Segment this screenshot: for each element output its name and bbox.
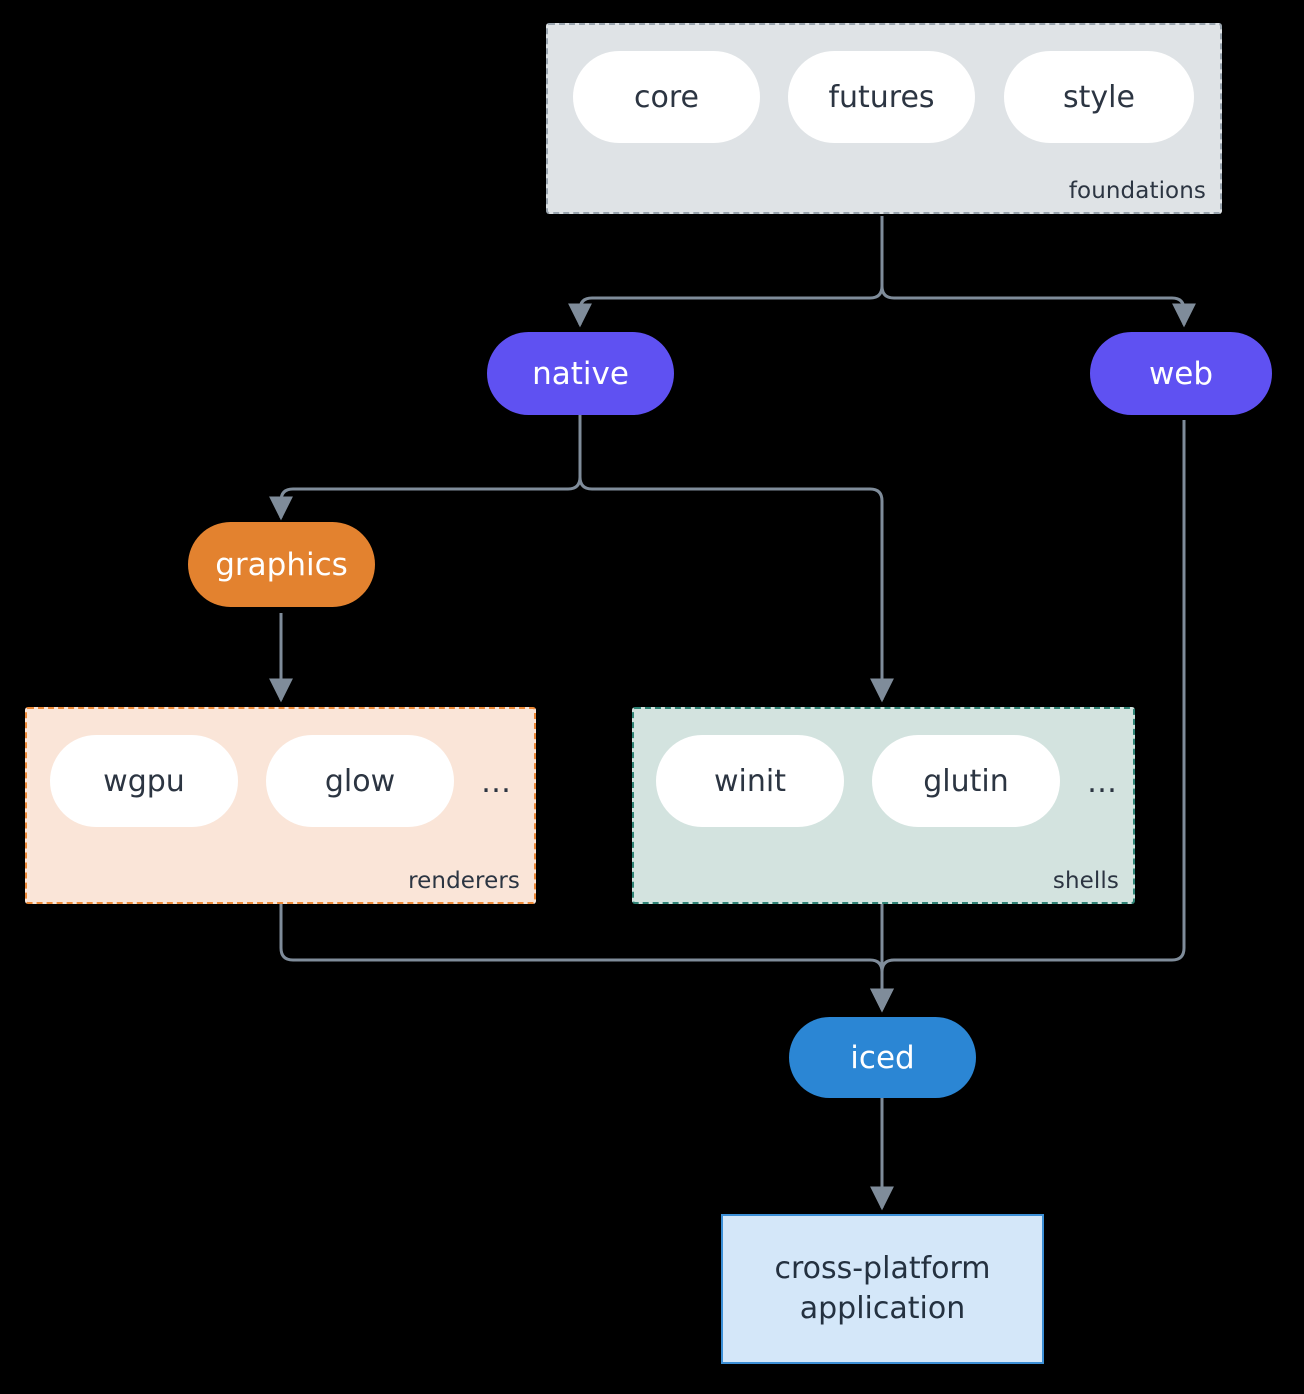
node-web[interactable]: web bbox=[1090, 332, 1272, 415]
node-core-label: core bbox=[634, 79, 699, 115]
node-futures-label: futures bbox=[828, 79, 935, 115]
application-label-line1: cross-platform bbox=[774, 1250, 991, 1286]
edge-renderers-iced bbox=[279, 904, 894, 1013]
node-web-label: web bbox=[1148, 355, 1214, 392]
node-graphics-label: graphics bbox=[215, 546, 348, 583]
edge-foundations-native bbox=[568, 216, 884, 328]
cluster-shells-label: shells bbox=[1052, 868, 1119, 894]
node-style[interactable]: style bbox=[1004, 51, 1194, 143]
node-iced[interactable]: iced bbox=[789, 1017, 976, 1098]
node-iced-label: iced bbox=[850, 1039, 915, 1076]
node-glutin-label: glutin bbox=[923, 763, 1009, 799]
node-native-label: native bbox=[532, 355, 629, 392]
node-glow-label: glow bbox=[324, 763, 396, 799]
edge-foundations-web bbox=[880, 216, 1196, 328]
node-futures[interactable]: futures bbox=[788, 51, 975, 143]
node-glow[interactable]: glow bbox=[266, 735, 454, 827]
node-cross-platform-application[interactable]: cross-platform application bbox=[721, 1214, 1044, 1364]
node-wgpu[interactable]: wgpu bbox=[50, 735, 238, 827]
node-winit[interactable]: winit bbox=[656, 735, 844, 827]
node-style-label: style bbox=[1063, 79, 1135, 115]
edge-native-shells bbox=[578, 415, 894, 703]
node-winit-label: winit bbox=[714, 763, 786, 799]
node-renderers-more: … bbox=[481, 768, 511, 798]
node-core[interactable]: core bbox=[573, 51, 760, 143]
application-label-line2: application bbox=[799, 1291, 966, 1326]
node-shells-more-label: … bbox=[1087, 765, 1117, 800]
cluster-renderers-label: renderers bbox=[408, 868, 520, 894]
node-wgpu-label: wgpu bbox=[103, 763, 185, 799]
edge-native-graphics bbox=[269, 415, 582, 521]
cluster-foundations-label: foundations bbox=[1068, 178, 1206, 204]
node-native[interactable]: native bbox=[487, 332, 674, 415]
node-renderers-more-label: … bbox=[481, 765, 511, 800]
node-shells-more: … bbox=[1087, 768, 1117, 798]
node-glutin[interactable]: glutin bbox=[872, 735, 1060, 827]
node-graphics[interactable]: graphics bbox=[188, 522, 375, 607]
